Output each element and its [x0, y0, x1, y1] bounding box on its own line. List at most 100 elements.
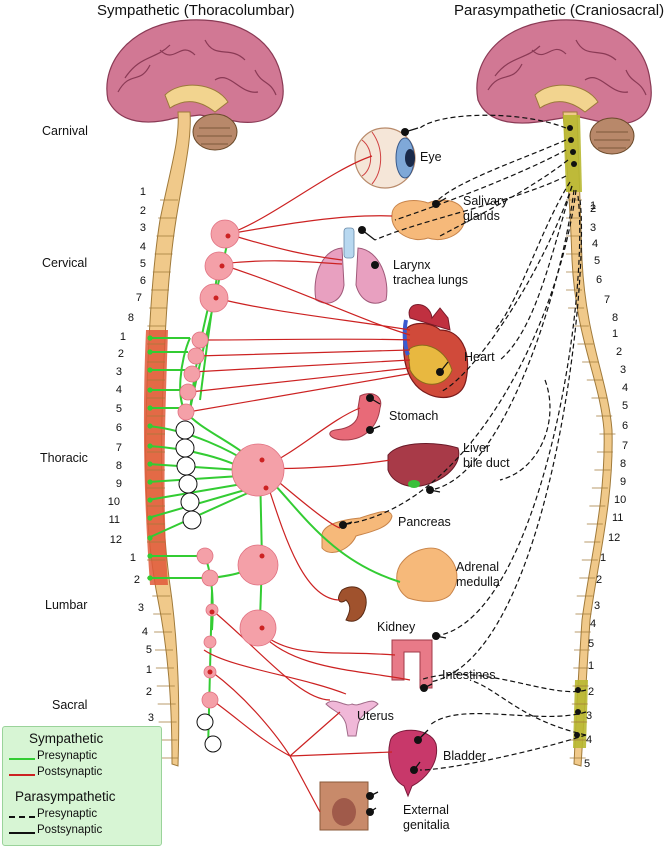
right-thoracic-segment-8: 8 — [620, 458, 627, 470]
heart-organ — [402, 304, 469, 399]
right-sacral-segment-4: 4 — [586, 734, 593, 746]
right-lumbar-segment-1: 1 — [600, 552, 607, 564]
legend: Sympathetic Presynaptic Postsynaptic Par… — [2, 726, 162, 846]
thoracolumbar-root-dot — [147, 553, 153, 559]
right-cervical-segment-1: 1 — [590, 200, 597, 212]
legend-symp-post-label: Postsynaptic — [37, 766, 103, 778]
left-sacral-segment-3: 3 — [147, 712, 154, 724]
thoracolumbar-root-dot — [147, 535, 153, 541]
kidney-organ — [338, 586, 367, 622]
left-cervical-segment-8: 8 — [127, 312, 134, 324]
chain-hollow-ganglia — [175, 420, 222, 753]
left-thoracic-segment-3: 3 — [115, 366, 122, 378]
right-spinal-cord — [562, 111, 613, 767]
legend-swatch-symp-post — [9, 774, 35, 776]
organ-label-uterus: Uterus — [357, 709, 394, 723]
organ-label-genitalia: External genitalia — [403, 803, 450, 833]
left-thoracic-segment-1: 1 — [119, 331, 126, 343]
legend-symp-pre-label: Presynaptic — [37, 750, 98, 762]
left-lumbar-segment-2: 2 — [133, 574, 140, 586]
thoracolumbar-root-dot — [147, 423, 153, 429]
sympathetic-header: Sympathetic (Thoracolumbar) — [97, 2, 295, 19]
salivary-gland-organ — [391, 199, 465, 240]
sympathetic-postsynaptic-fibers — [187, 155, 411, 813]
right-thoracic-segment-3: 3 — [620, 364, 627, 376]
right-thoracic-segment-9: 9 — [620, 476, 627, 488]
gallbladder-organ — [408, 480, 420, 488]
region-label-thoracic: Thoracic — [40, 451, 88, 465]
thoracolumbar-root-dot — [147, 497, 153, 503]
organ-label-intestines: Intestines — [442, 668, 496, 682]
sympathetic-fiber-dots — [207, 233, 269, 675]
left-cervical-segment-3: 3 — [139, 222, 146, 234]
right-cervical-segment-6: 6 — [596, 274, 603, 286]
left-thoracolumbar-highlight — [143, 330, 168, 585]
pancreas-organ — [321, 511, 393, 553]
thoracolumbar-root-dot — [147, 575, 153, 581]
left-cervical-segment-5: 5 — [139, 258, 146, 270]
right-thoracic-segment-2: 2 — [616, 346, 623, 358]
organ-label-heart: Heart — [464, 350, 495, 364]
right-cervical-segment-5: 5 — [594, 255, 601, 267]
intestines-organ — [391, 639, 433, 689]
organ-label-liver-line1: Liver — [463, 441, 491, 455]
left-thoracic-segment-10: 10 — [107, 496, 120, 508]
legend-swatch-para-post — [9, 832, 35, 834]
right-thoracic-segment-6: 6 — [622, 420, 629, 432]
organ-label-adrenal: Adrenal medulla — [456, 560, 500, 590]
right-thoracic-segment-5: 5 — [622, 400, 629, 412]
organ-label-liver-line2: bile duct — [463, 456, 510, 470]
right-cord-segment-ticks — [566, 199, 616, 759]
left-cervical-segment-4: 4 — [139, 241, 146, 253]
adrenal-organ — [396, 547, 458, 602]
thoracolumbar-root-dot — [147, 405, 153, 411]
left-lumbar-segment-5: 5 — [145, 644, 152, 656]
organ-label-adrenal-line2: medulla — [456, 575, 500, 589]
thoracolumbar-root-dot — [147, 515, 153, 521]
right-thoracic-segment-11: 11 — [612, 512, 624, 524]
organ-label-bladder: Bladder — [443, 749, 487, 763]
genitalia-detail — [332, 798, 356, 826]
left-thoracic-segment-7: 7 — [115, 442, 122, 454]
organ-label-genitalia-line2: genitalia — [403, 818, 450, 832]
legend-swatch-para-pre — [9, 816, 35, 818]
right-sacral-segment-5: 5 — [584, 758, 591, 770]
liver-organ — [387, 443, 460, 487]
eye-organ — [354, 127, 416, 189]
right-lumbar-segment-3: 3 — [594, 600, 601, 612]
left-thoracic-segment-9: 9 — [115, 478, 122, 490]
left-thoracic-segment-8: 8 — [115, 460, 122, 472]
organ-label-lungs-line1: Larynx — [393, 258, 431, 272]
left-lumbar-segment-3: 3 — [137, 602, 144, 614]
thoracolumbar-root-dot — [147, 367, 153, 373]
right-sacral-highlight — [573, 680, 588, 748]
left-sacral-segment-1: 1 — [145, 664, 152, 676]
right-lumbar-segment-5: 5 — [588, 638, 595, 650]
uterus-organ — [325, 700, 379, 737]
left-thoracic-segment-4: 4 — [115, 384, 122, 396]
left-thoracic-segment-12: 12 — [109, 534, 122, 546]
left-cervical-segment-6: 6 — [139, 275, 146, 287]
left-sacral-segment-2: 2 — [145, 686, 152, 698]
legend-sympathetic-title: Sympathetic — [29, 731, 104, 746]
left-thoracic-segment-5: 5 — [115, 403, 122, 415]
right-thoracic-segment-7: 7 — [622, 440, 629, 452]
organ-label-lungs-line2: trachea lungs — [393, 273, 469, 287]
left-thoracic-segment-6: 6 — [115, 422, 122, 434]
right-cervical-segment-2: 2 — [590, 203, 597, 215]
parasympathetic-header: Parasympathetic (Craniosacral) — [454, 2, 665, 19]
left-spinal-cord — [145, 111, 191, 767]
legend-para-pre-label: Presynaptic — [37, 808, 98, 820]
right-cervical-segment-7: 7 — [604, 294, 611, 306]
left-cervical-segment-2: 2 — [139, 205, 146, 217]
legend-swatch-symp-pre — [9, 758, 35, 760]
right-sacral-segment-2: 2 — [588, 686, 595, 698]
organ-label-adrenal-line1: Adrenal — [456, 560, 500, 574]
organ-label-salivary: Salivary glands — [463, 194, 507, 224]
parasympathetic-ganglion-dots — [339, 125, 581, 816]
left-lumbar-segment-4: 4 — [141, 626, 148, 638]
left-thoracic-segment-11: 11 — [108, 514, 120, 526]
organ-label-liver: Liver bile duct — [463, 441, 510, 471]
thoracolumbar-root-dot — [147, 387, 153, 393]
